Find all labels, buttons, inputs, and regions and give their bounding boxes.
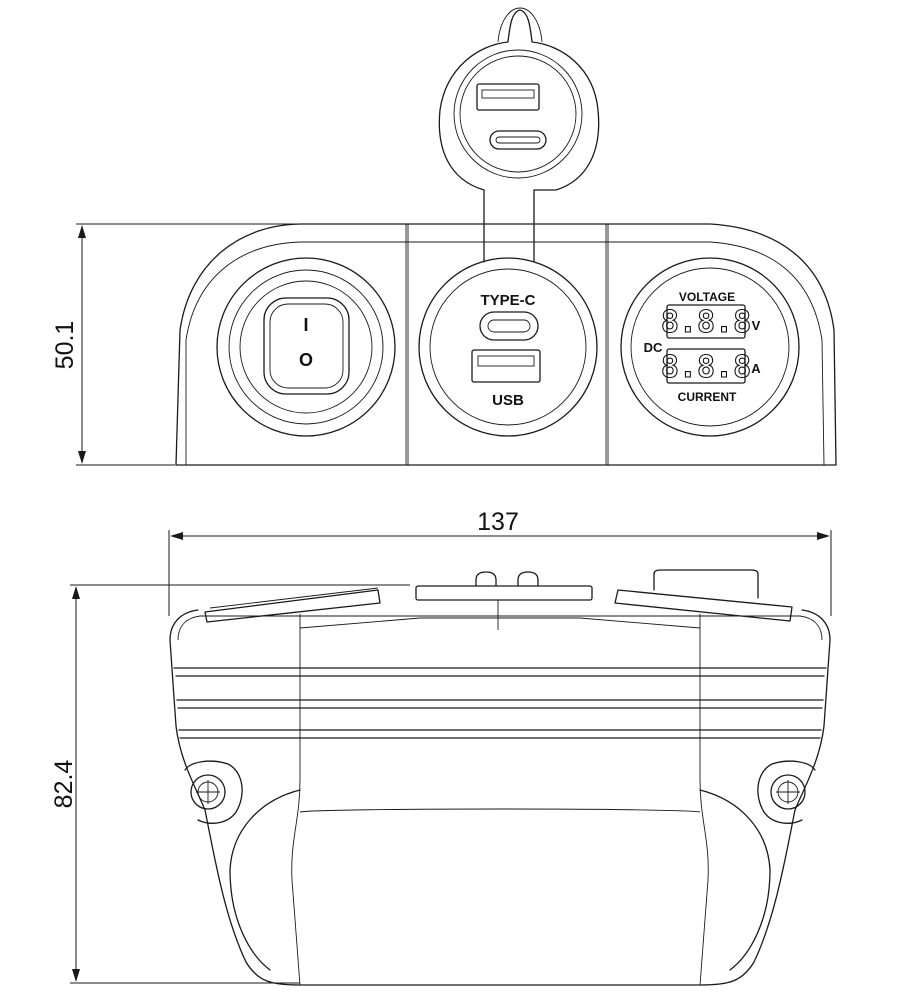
- voltage-digits: 8.8.8: [661, 305, 751, 340]
- type-c-label: TYPE-C: [480, 292, 535, 309]
- dimension-label-82-4: 82.4: [50, 760, 78, 809]
- switch-off-symbol: O: [299, 350, 313, 370]
- volt-amp-meter: VOLTAGE 8.8.8 V DC 8.8.8 A CURRENT: [620, 257, 800, 437]
- heat-sink-ribs: [173, 667, 827, 739]
- dimension-label-137: 137: [477, 508, 519, 536]
- voltage-display: [666, 304, 746, 339]
- usb-dust-cap: [438, 7, 600, 263]
- rocker-switch: I O: [216, 257, 396, 437]
- top-protrusions: [204, 569, 793, 623]
- front-housing-inner-edge: [185, 241, 825, 466]
- rocker-button: [263, 297, 350, 395]
- dc-label: DC: [644, 340, 663, 355]
- lower-left-cutout: [229, 789, 301, 971]
- front-view: 50.1 I O: [51, 7, 837, 466]
- voltage-label: VOLTAGE: [679, 290, 735, 304]
- usb-label: USB: [492, 392, 524, 409]
- amp-unit: A: [751, 361, 761, 376]
- dimension-width-top: 137: [168, 508, 832, 616]
- front-housing-outline: [175, 223, 837, 466]
- type-c-port: [479, 311, 539, 341]
- current-display: [666, 348, 746, 384]
- right-mounting-screw: [757, 760, 816, 824]
- switch-on-symbol: I: [303, 315, 308, 335]
- volt-unit: V: [752, 318, 761, 333]
- usb-charger-module: TYPE-C USB: [418, 257, 598, 437]
- current-label: CURRENT: [678, 390, 737, 404]
- usb-a-port: [471, 349, 541, 383]
- cap-type-c-port: [489, 130, 547, 150]
- lower-right-cutout: [699, 789, 771, 971]
- dimension-height-top: 82.4: [50, 584, 410, 984]
- top-view: 137 82.4: [50, 508, 832, 986]
- current-digits: 8.8.8: [661, 350, 751, 385]
- cap-usb-a-port: [476, 83, 540, 111]
- left-mounting-screw: [184, 760, 243, 824]
- dimension-height-front: 50.1: [51, 223, 300, 466]
- dimension-label-50-1: 50.1: [51, 321, 79, 370]
- top-housing-outline: [169, 609, 831, 986]
